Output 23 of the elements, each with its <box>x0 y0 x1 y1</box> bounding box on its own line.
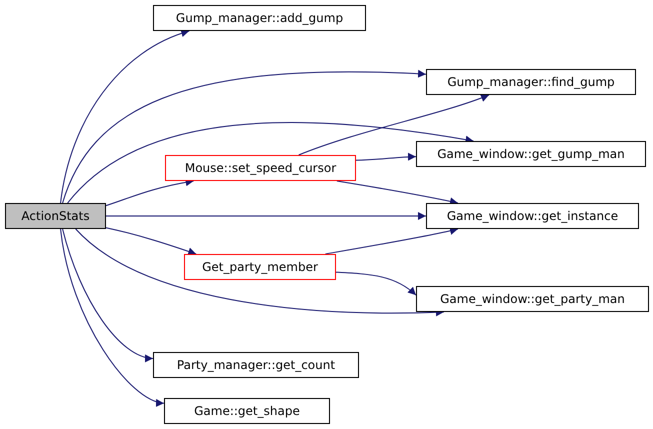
arrow <box>298 94 490 156</box>
arrow <box>106 212 426 220</box>
arrow <box>106 227 197 256</box>
function-box: Game_window::get_instance <box>426 203 639 229</box>
function-box: ActionStats <box>5 203 106 229</box>
arrow <box>67 122 474 204</box>
arrow <box>336 272 416 296</box>
function-box: Gump_manager::add_gump <box>153 5 366 31</box>
arrow <box>324 226 458 254</box>
arrow <box>62 228 154 362</box>
function-box: Gump_manager::find_gump <box>426 69 636 95</box>
arrow <box>62 70 426 204</box>
arrow <box>75 228 444 316</box>
function-box: Game_window::get_gump_man <box>416 141 646 167</box>
arrow <box>60 228 164 406</box>
function-box: Get_party_member <box>184 254 336 280</box>
function-box: Game::get_shape <box>164 398 330 424</box>
function-box: Game_window::get_party_man <box>416 286 649 312</box>
arrow <box>356 152 416 161</box>
arrow <box>336 180 458 206</box>
arrow <box>60 30 190 204</box>
function-box: Mouse::set_speed_cursor <box>165 155 356 181</box>
function-box: Party_manager::get_count <box>153 352 359 378</box>
